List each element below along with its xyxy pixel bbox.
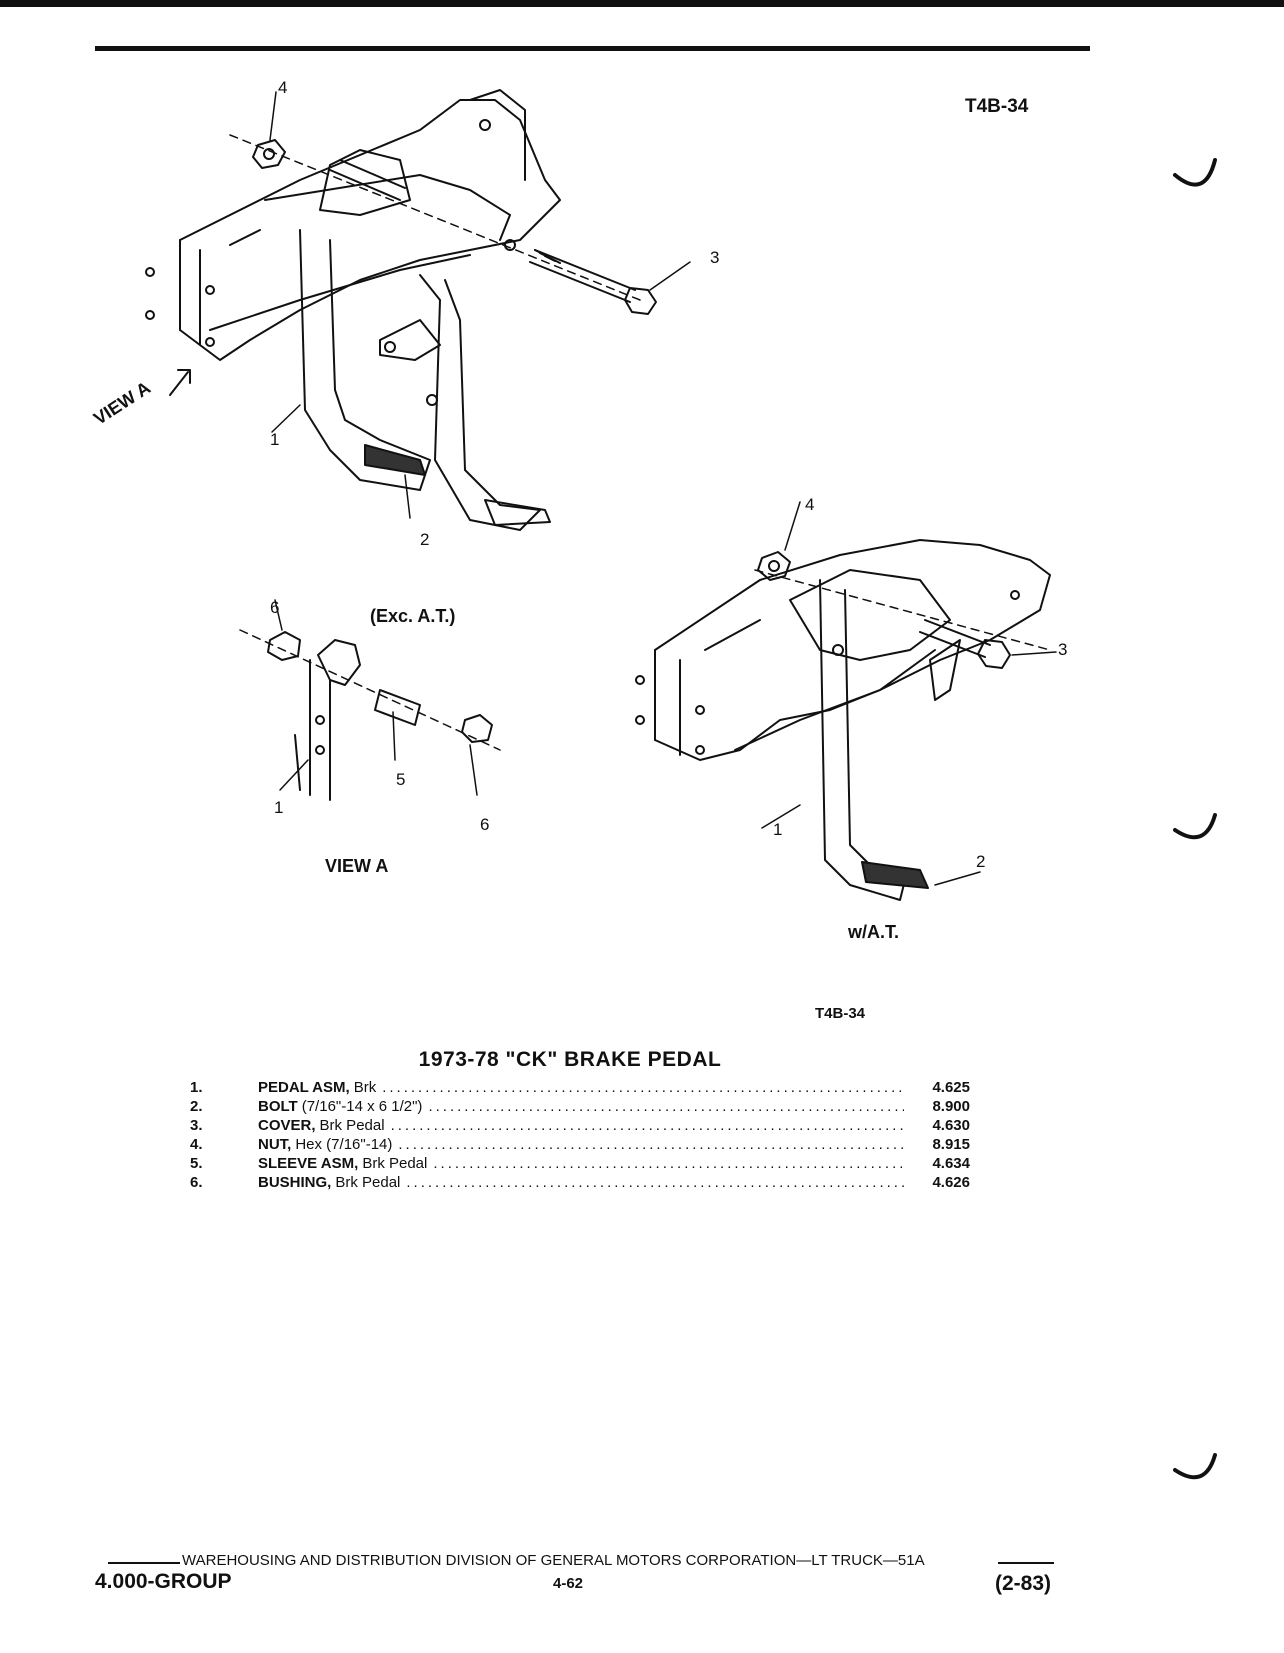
footer-right-dash <box>998 1562 1054 1564</box>
list-item: 2. BOLT(7/16"-14 x 6 1/2")...............… <box>190 1097 970 1116</box>
part-code: 8.915 <box>932 1136 970 1153</box>
part-number: 1. <box>190 1079 203 1096</box>
callout-6-left: 6 <box>270 598 280 617</box>
list-item: 4. NUT,Hex (7/16"-14)....................… <box>190 1135 970 1154</box>
list-item: 6. BUSHING,Brk Pedal.....................… <box>190 1173 970 1192</box>
leader-dots: ........................................… <box>390 1117 904 1134</box>
callout-3-top: 3 <box>710 248 720 267</box>
part-code: 4.634 <box>932 1155 970 1172</box>
part-description: (7/16"-14 x 6 1/2") <box>301 1098 423 1115</box>
view-a-detail <box>239 599 501 801</box>
part-name: NUT, <box>258 1136 292 1153</box>
callout-1-top: 1 <box>270 430 280 449</box>
part-description: Brk Pedal <box>335 1174 401 1191</box>
callout-4-top: 4 <box>278 78 288 97</box>
part-number: 5. <box>190 1155 203 1172</box>
part-code: 4.630 <box>932 1117 970 1134</box>
part-description: Brk Pedal <box>319 1117 385 1134</box>
upper-bracket-assembly <box>145 89 561 361</box>
part-number: 6. <box>190 1174 203 1191</box>
page-title: 1973-78 "CK" BRAKE PEDAL <box>418 1048 722 1071</box>
header-rule <box>95 46 1090 51</box>
part-number: 2. <box>190 1098 203 1115</box>
nut-top <box>252 139 286 169</box>
part-name: PEDAL ASM, <box>258 1079 350 1096</box>
leader-dots: ........................................… <box>428 1098 904 1115</box>
footer-line: WAREHOUSING AND DISTRIBUTION DIVISION OF… <box>182 1552 925 1569</box>
leader-dots: ........................................… <box>406 1174 904 1191</box>
callout-4-lower: 4 <box>805 495 815 514</box>
exc-at-label: (Exc. A.T.) <box>370 606 456 626</box>
part-code: 4.625 <box>932 1079 970 1096</box>
callout-1-viewa: 1 <box>274 798 284 817</box>
list-item: 5. SLEEVE ASM,Brk Pedal..................… <box>190 1154 970 1173</box>
footer-date: (2-83) <box>995 1572 1052 1595</box>
footer-group: 4.000-GROUP <box>95 1570 232 1593</box>
part-number: 3. <box>190 1117 203 1134</box>
top-edge-bar <box>0 0 1284 7</box>
part-code: 8.900 <box>932 1098 970 1115</box>
page-code-top: T4B-34 <box>965 96 1029 117</box>
leader-dots: ........................................… <box>433 1155 904 1172</box>
callout-5: 5 <box>396 770 406 789</box>
view-a-caption: VIEW A <box>325 856 389 876</box>
callout-2-top: 2 <box>420 530 430 549</box>
figure-code-bottom: T4B-34 <box>815 1005 866 1022</box>
part-description: Brk Pedal <box>362 1155 428 1172</box>
wat-caption: w/A.T. <box>848 922 900 942</box>
part-description: Brk <box>353 1079 377 1096</box>
footer-left-dash <box>108 1562 180 1564</box>
part-name: BUSHING, <box>258 1174 332 1191</box>
part-number: 4. <box>190 1136 203 1153</box>
part-code: 4.626 <box>932 1174 970 1191</box>
part-name: BOLT <box>258 1098 298 1115</box>
callout-3-lower: 3 <box>1058 640 1068 659</box>
leader-dots: ........................................… <box>382 1079 904 1096</box>
callout-6-right: 6 <box>480 815 490 834</box>
part-name: COVER, <box>258 1117 316 1134</box>
part-name: SLEEVE ASM, <box>258 1155 359 1172</box>
bolt-lower <box>919 619 1011 669</box>
callout-2-lower: 2 <box>976 852 986 871</box>
nut-lower <box>757 551 791 581</box>
callout-1-lower: 1 <box>773 820 783 839</box>
bolt-top <box>529 249 657 315</box>
list-item: 3. COVER,Brk Pedal.......................… <box>190 1116 970 1135</box>
pedal-arm-lower <box>819 579 929 901</box>
pedal-arm-top <box>299 229 551 531</box>
footer-page-number: 4-62 <box>553 1575 584 1592</box>
part-description: Hex (7/16"-14) <box>295 1136 393 1153</box>
leader-dots: ........................................… <box>398 1136 904 1153</box>
list-item: 1. PEDAL ASM,Brk.........................… <box>190 1078 970 1097</box>
parts-list: 1. PEDAL ASM,Brk.........................… <box>190 1078 970 1192</box>
